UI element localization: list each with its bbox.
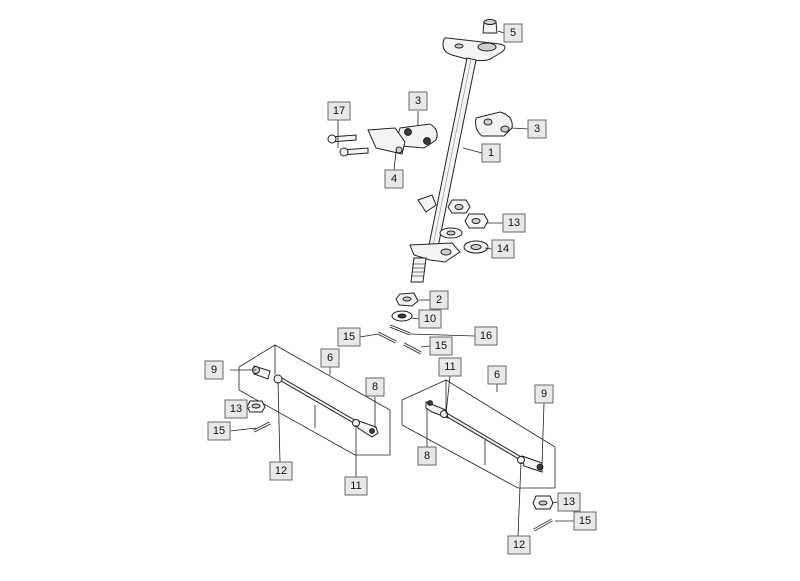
svg-text:11: 11	[444, 361, 455, 373]
callout-8-left: 8	[365, 377, 385, 397]
svg-text:9: 9	[541, 388, 547, 400]
upper-nuts-washers	[439, 199, 489, 254]
svg-text:4: 4	[391, 173, 397, 185]
svg-text:12: 12	[513, 539, 525, 551]
svg-text:6: 6	[494, 369, 500, 381]
callout-10: 10	[418, 309, 442, 329]
leader-lines	[229, 30, 574, 537]
bolts	[327, 134, 369, 157]
center-pins	[377, 324, 422, 355]
svg-text:15: 15	[213, 425, 225, 437]
svg-text:3: 3	[534, 123, 540, 135]
callout-3-left: 3	[408, 91, 428, 111]
callout-15-left: 15	[207, 421, 231, 441]
svg-text:15: 15	[435, 340, 447, 352]
callout-13-right: 13	[557, 492, 581, 512]
callout-13-upper: 13	[502, 213, 526, 233]
svg-text:17: 17	[333, 105, 345, 117]
svg-text:13: 13	[508, 217, 520, 229]
svg-text:12: 12	[275, 465, 287, 477]
callout-8-right: 8	[417, 446, 437, 466]
svg-text:15: 15	[343, 331, 355, 343]
svg-text:5: 5	[510, 27, 516, 39]
callout-3-right: 3	[527, 119, 547, 139]
callout-16: 16	[474, 326, 498, 346]
svg-text:6: 6	[327, 352, 333, 364]
tie-rod-right	[401, 379, 556, 532]
callout-11-right: 11	[438, 357, 462, 377]
callout-14: 14	[491, 239, 515, 259]
svg-text:15: 15	[579, 515, 591, 527]
callout-9-left: 9	[204, 360, 224, 380]
bracket-right	[475, 111, 513, 137]
svg-text:14: 14	[497, 243, 509, 255]
callout-6-left: 6	[320, 348, 340, 368]
tie-rod-left	[238, 344, 391, 456]
steering-column	[409, 19, 506, 283]
callout-15-center-lower: 15	[429, 336, 453, 356]
svg-text:3: 3	[415, 95, 421, 107]
callout-2: 2	[429, 290, 449, 310]
svg-text:8: 8	[424, 450, 430, 462]
callout-4: 4	[384, 169, 404, 189]
callout-12-right: 12	[507, 535, 531, 555]
callout-17: 17	[327, 101, 351, 121]
callout-6-right: 6	[487, 365, 507, 385]
callout-15-center: 15	[337, 327, 361, 347]
shaft-nut-washer	[391, 292, 419, 322]
callout-11-left: 11	[344, 476, 368, 496]
svg-text:16: 16	[480, 330, 492, 342]
svg-text:13: 13	[230, 403, 242, 415]
svg-text:2: 2	[436, 294, 442, 306]
svg-text:9: 9	[211, 364, 217, 376]
svg-text:13: 13	[563, 496, 575, 508]
svg-text:11: 11	[350, 480, 361, 492]
callout-labels: 1 2 3 3 4 5 6 6 8 8 9 9 10 11 11 12 12 1…	[204, 23, 597, 555]
callout-12-left: 12	[269, 461, 293, 481]
callout-9-right: 9	[534, 384, 554, 404]
callout-5: 5	[503, 23, 523, 43]
svg-text:1: 1	[488, 147, 494, 159]
callout-13-left: 13	[224, 399, 248, 419]
callout-15-right: 15	[573, 511, 597, 531]
svg-text:8: 8	[372, 381, 378, 393]
bracket-left	[367, 123, 438, 155]
svg-text:10: 10	[424, 313, 436, 325]
callout-1: 1	[481, 143, 501, 163]
